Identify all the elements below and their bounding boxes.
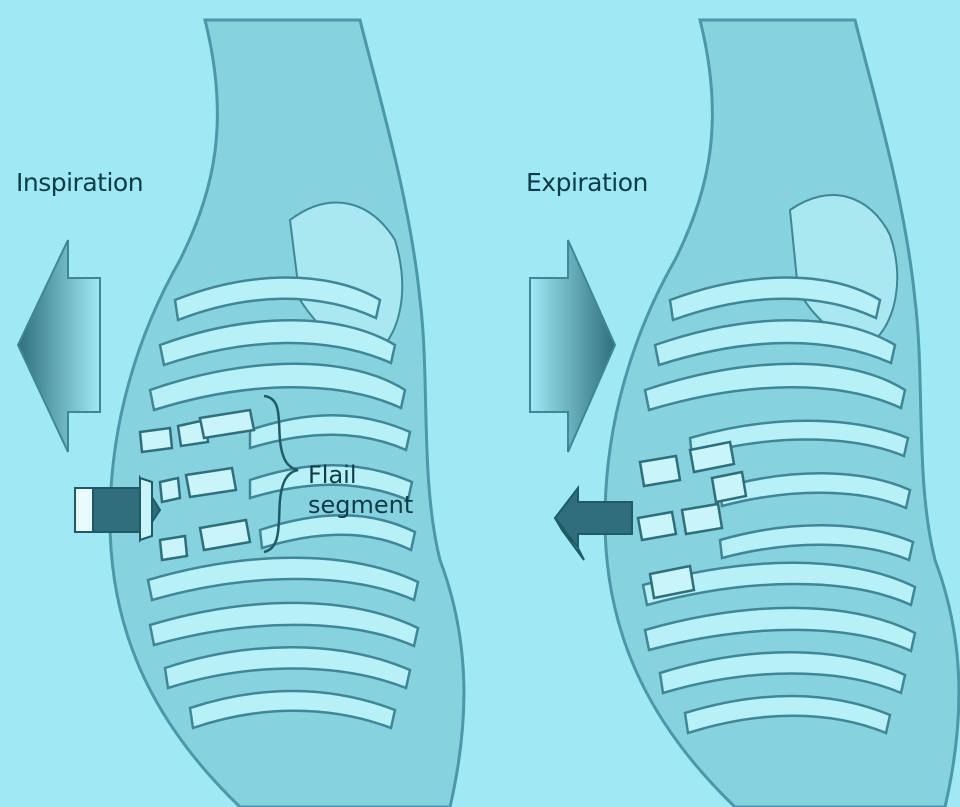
- expiration-label: Expiration: [526, 168, 648, 197]
- inspiration-label: Inspiration: [16, 168, 143, 197]
- expiration-torso: [605, 20, 959, 807]
- flail-label-line2: segment: [308, 490, 413, 520]
- flail-segment-label: Flail segment: [308, 460, 413, 520]
- inspiration-torso: [110, 20, 464, 807]
- arrow-left-icon: [18, 240, 100, 452]
- flail-label-line1: Flail: [308, 460, 413, 490]
- push-in-arrow-icon: [75, 478, 160, 540]
- arrow-right-icon: [530, 240, 615, 452]
